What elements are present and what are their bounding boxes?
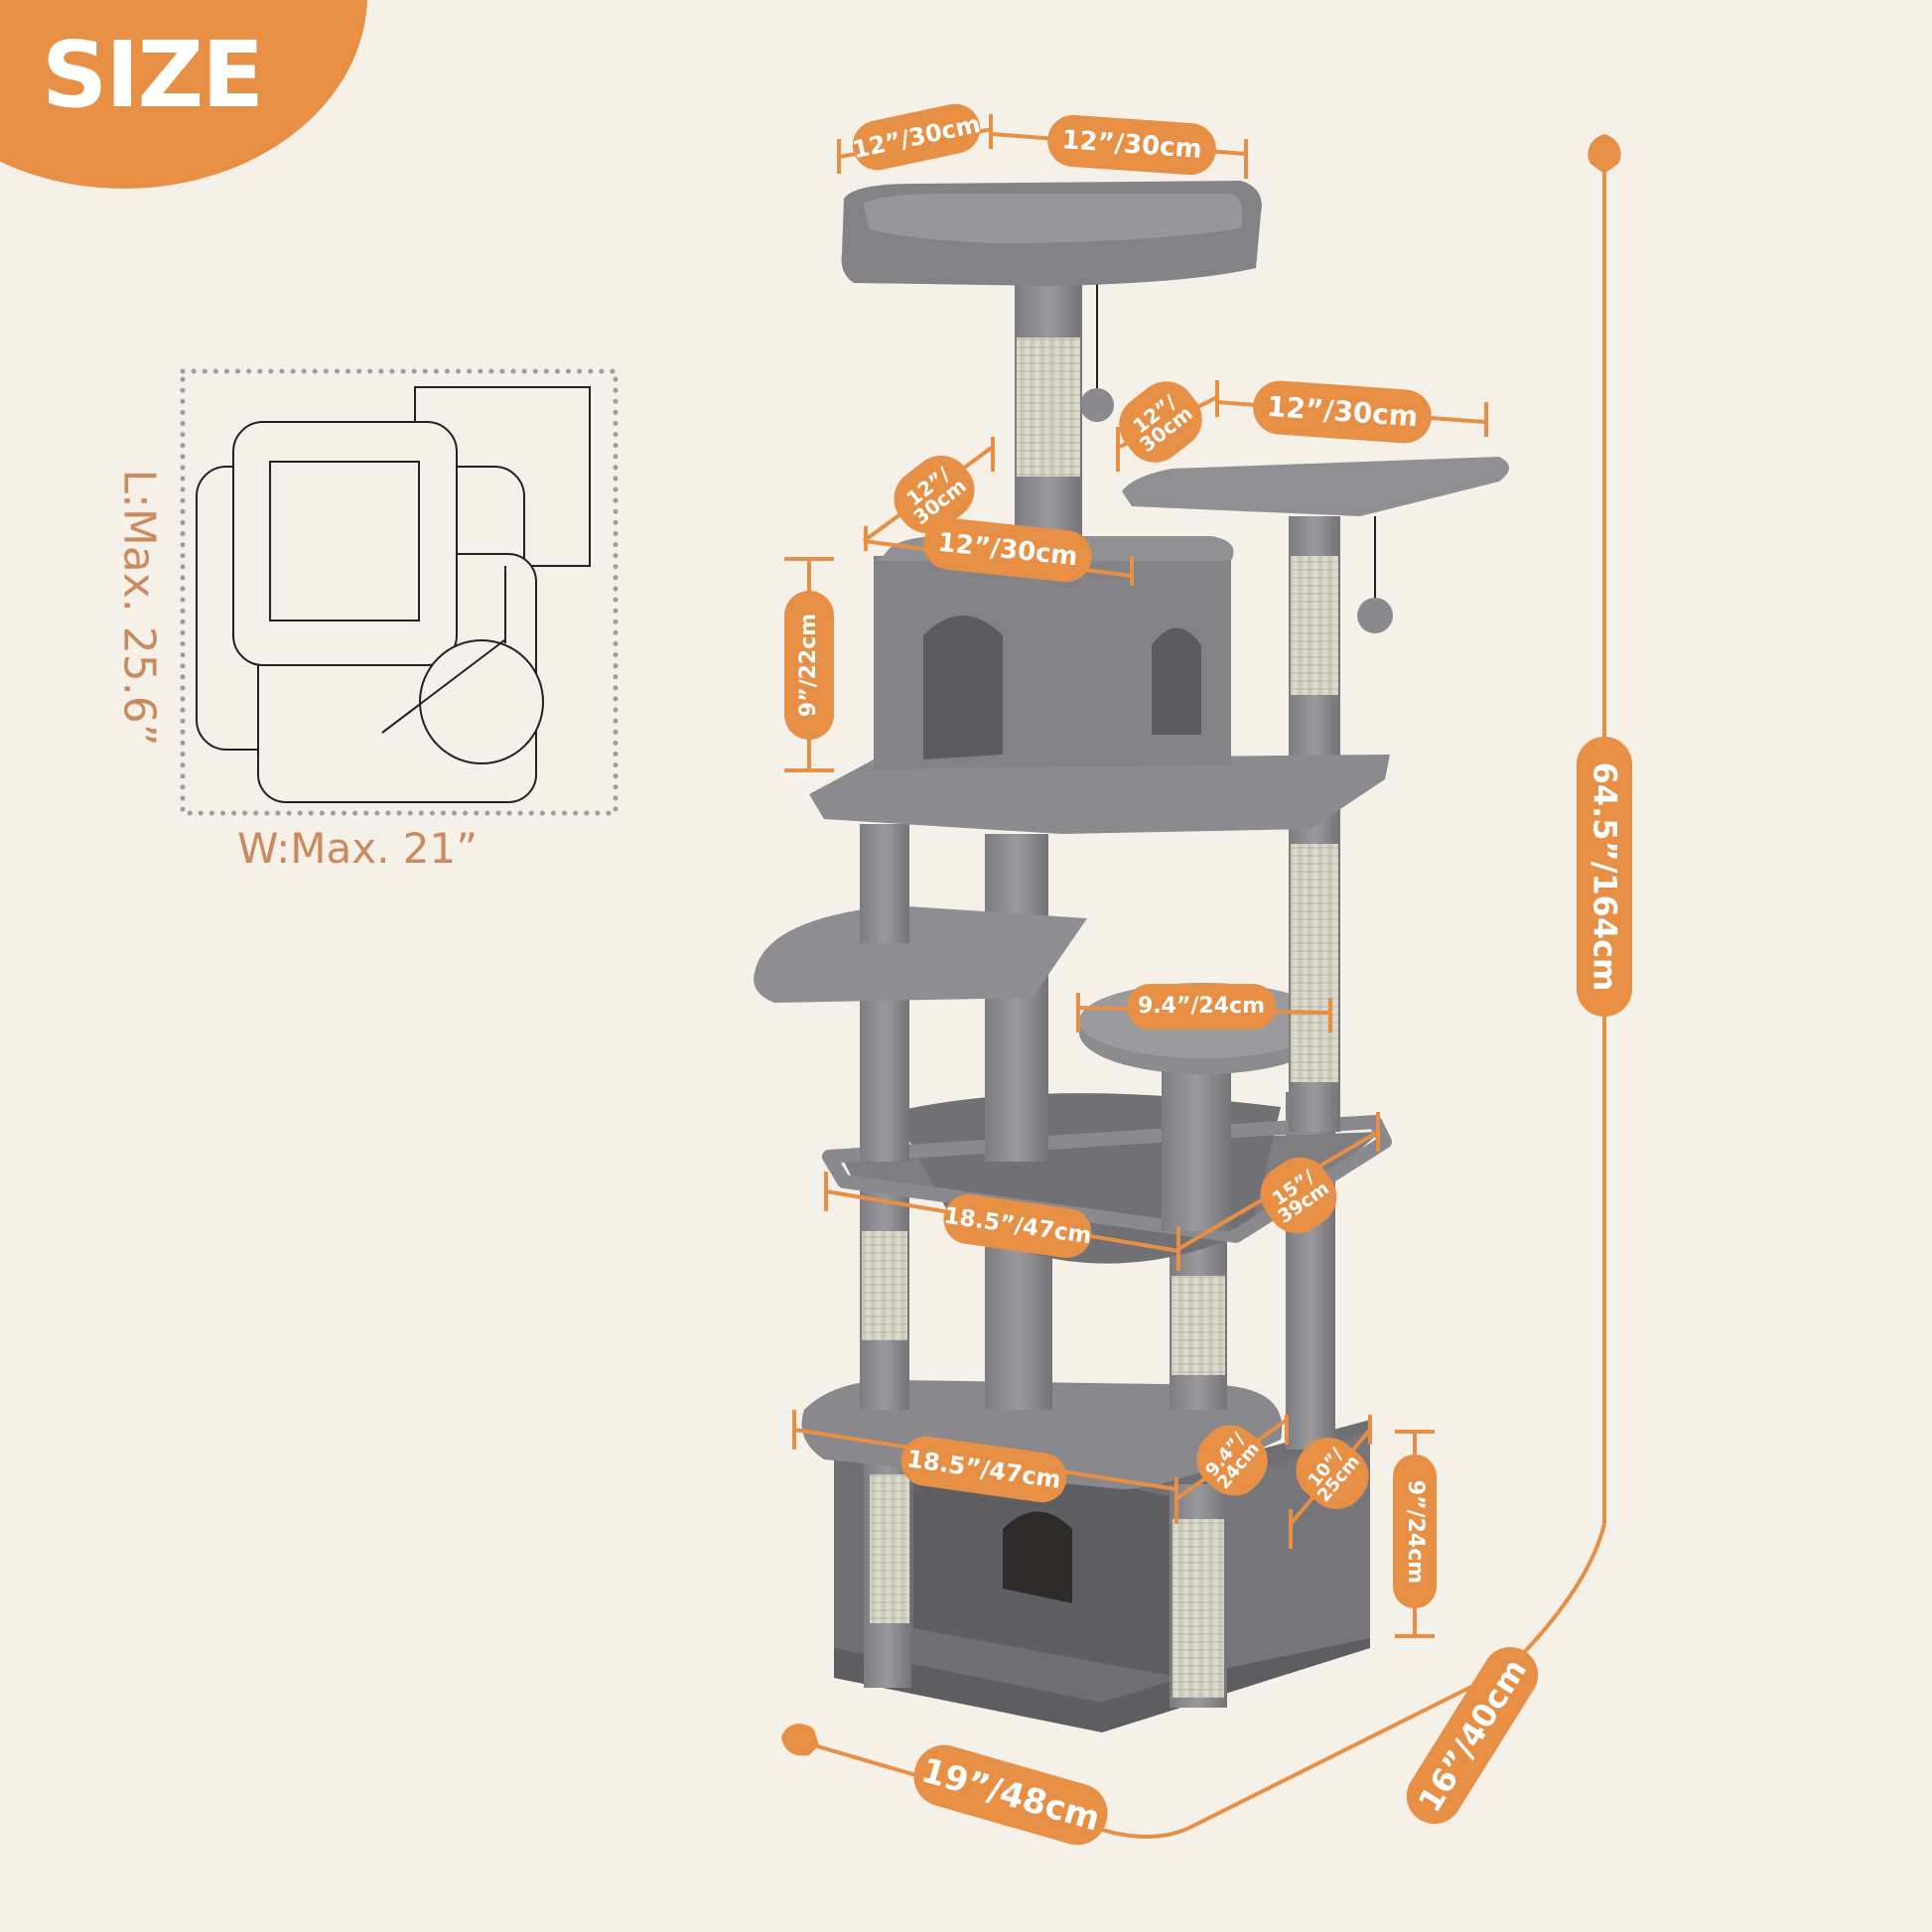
dim-base-condo-height: 9”/24cm bbox=[1393, 1454, 1437, 1608]
footprint-diagram bbox=[180, 368, 619, 816]
arrow-up-icon bbox=[1587, 134, 1621, 174]
footprint-length-label: L:Max. 25.6” bbox=[113, 469, 165, 747]
dim-condo-height: 9”/22cm bbox=[784, 591, 834, 740]
footprint-width-label: W:Max. 21” bbox=[237, 824, 478, 873]
arrow-left-icon bbox=[781, 1724, 819, 1756]
dim-round-perch-width: 9.4”/24cm bbox=[1127, 984, 1276, 1030]
dim-total-height: 64.5”/164cm bbox=[1577, 737, 1632, 1017]
page-title: SIZE bbox=[42, 22, 264, 128]
